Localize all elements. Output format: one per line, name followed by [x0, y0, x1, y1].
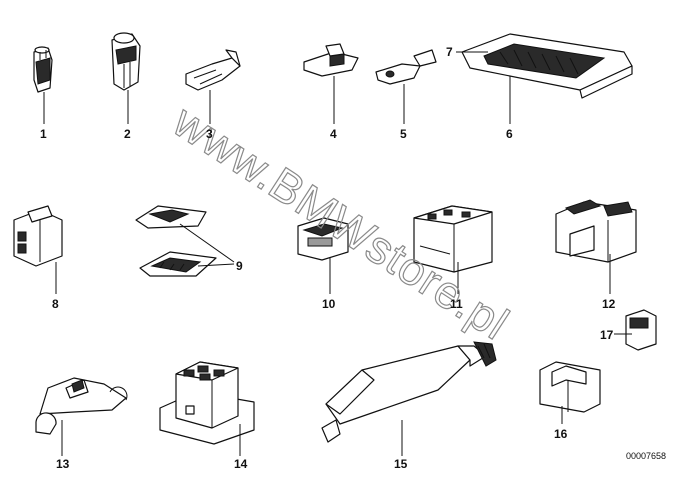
label-part-5: 5 — [400, 127, 407, 141]
leader-9 — [179, 223, 235, 267]
label-part-4: 4 — [330, 127, 337, 141]
label-part-6: 6 — [506, 127, 513, 141]
part-15-drawing — [321, 341, 497, 443]
part-10-drawing — [297, 217, 349, 261]
part-8-drawing — [13, 205, 63, 267]
part-9-drawing — [135, 205, 217, 277]
label-part-2: 2 — [124, 127, 131, 141]
label-part-17: 17 — [600, 328, 614, 342]
part-6-drawing — [461, 33, 633, 99]
label-part-3: 3 — [206, 127, 213, 141]
part-3-drawing — [185, 49, 241, 91]
part-17-drawing — [625, 309, 657, 351]
label-part-13: 13 — [56, 457, 70, 471]
label-part-1: 1 — [40, 127, 47, 141]
label-part-15: 15 — [394, 457, 408, 471]
reference-number: 00007658 — [626, 451, 666, 461]
label-part-9: 9 — [236, 259, 243, 273]
part-16-drawing — [539, 361, 601, 413]
part-12-drawing — [555, 199, 637, 263]
part-5-drawing — [375, 49, 437, 85]
label-part-8: 8 — [52, 297, 59, 311]
part-1-drawing — [33, 46, 53, 93]
label-part-7: 7 — [446, 45, 453, 59]
label-part-10: 10 — [322, 297, 336, 311]
label-part-16: 16 — [554, 427, 568, 441]
part-2-drawing — [111, 32, 141, 91]
part-13-drawing — [35, 377, 128, 435]
part-4-drawing — [303, 43, 359, 77]
label-part-14: 14 — [234, 457, 248, 471]
part-14-drawing — [159, 361, 255, 445]
label-part-11: 11 — [450, 297, 463, 311]
part-11-drawing — [413, 205, 493, 273]
label-part-12: 12 — [602, 297, 616, 311]
